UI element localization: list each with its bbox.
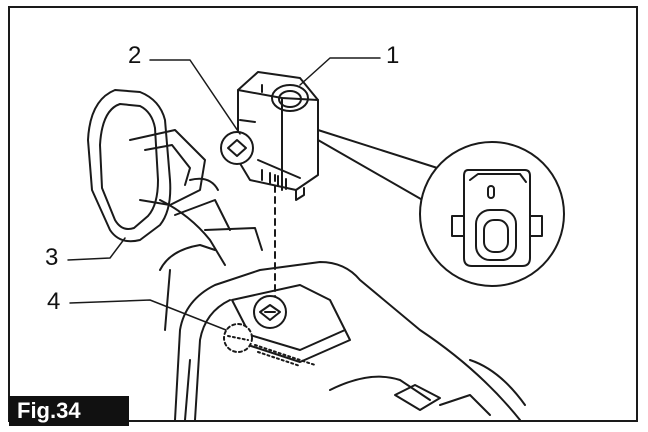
detail-circle-2 xyxy=(220,131,254,165)
callout-3: 3 xyxy=(45,244,59,271)
detail-ridge xyxy=(254,344,316,367)
detail-slot xyxy=(259,304,281,321)
magnified-tab-right xyxy=(529,215,543,237)
leader-line-2 xyxy=(149,59,241,135)
battery-module xyxy=(237,71,319,201)
rubber-cover xyxy=(87,89,263,266)
magnified-tab-left xyxy=(451,215,465,237)
leader-line-4 xyxy=(69,299,227,331)
tool-housing xyxy=(159,244,526,421)
leader-line-1 xyxy=(299,57,381,86)
magnified-button-inner xyxy=(483,219,509,253)
magnified-detail xyxy=(419,141,565,287)
figure-label: Fig.34 xyxy=(9,396,129,426)
leader-line-3 xyxy=(67,237,126,261)
magnified-module xyxy=(463,169,531,267)
detail-dots xyxy=(227,335,249,341)
zoom-connector-bottom xyxy=(317,139,441,211)
callout-2: 2 xyxy=(128,42,142,69)
zoom-connector-top xyxy=(317,129,451,173)
detail-notch xyxy=(227,139,247,157)
callout-1: 1 xyxy=(386,42,400,69)
callout-4: 4 xyxy=(47,288,61,315)
magnified-button-outer xyxy=(475,209,517,261)
magnified-indicator xyxy=(487,185,495,199)
